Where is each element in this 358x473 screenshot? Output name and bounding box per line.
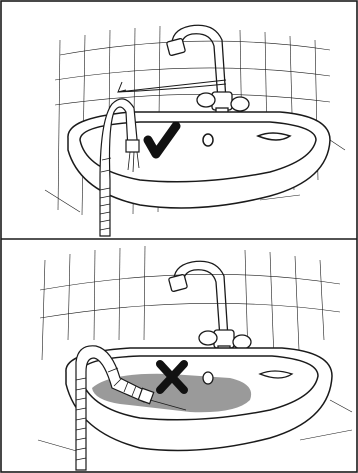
illustration-frame <box>0 0 358 473</box>
sink-drain-hose-diagram <box>0 0 358 473</box>
